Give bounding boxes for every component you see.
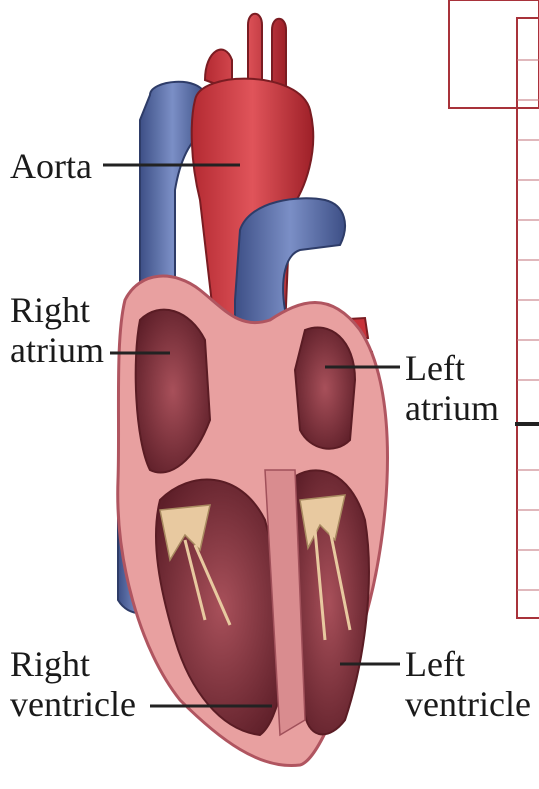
- label-aorta: Aorta: [10, 146, 92, 186]
- label-right-atrium: Right atrium: [10, 290, 104, 370]
- left-atrium-chamber: [295, 327, 355, 448]
- label-right-ventricle-line2: ventricle: [10, 684, 136, 724]
- label-left-atrium-line2: atrium: [405, 388, 499, 428]
- label-left-atrium: Left atrium: [405, 348, 499, 428]
- label-right-ventricle: Right ventricle: [10, 644, 136, 724]
- label-left-ventricle: Left ventricle: [405, 644, 531, 724]
- label-right-ventricle-line1: Right: [10, 644, 136, 684]
- label-left-atrium-line1: Left: [405, 348, 499, 388]
- label-left-ventricle-line2: ventricle: [405, 684, 531, 724]
- label-right-atrium-line1: Right: [10, 290, 104, 330]
- label-right-atrium-line2: atrium: [10, 330, 104, 370]
- side-frame: [449, 0, 539, 618]
- label-left-ventricle-line1: Left: [405, 644, 531, 684]
- label-aorta-text: Aorta: [10, 146, 92, 186]
